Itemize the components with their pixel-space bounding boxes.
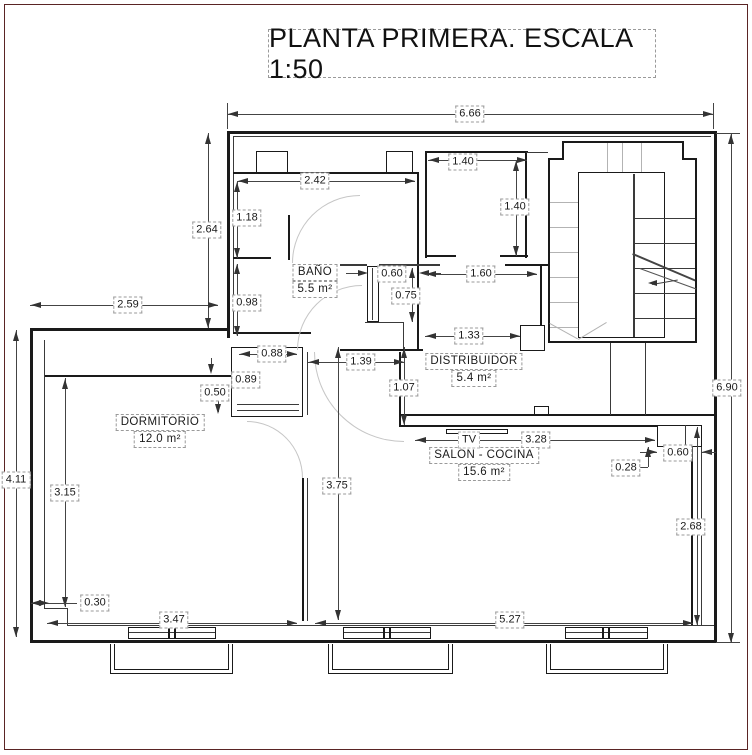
dim-label-1-39: 1.39 [346, 353, 376, 371]
dim-label-2-42: 2.42 [300, 172, 330, 190]
dim-label-1-40v: 1.40 [500, 198, 530, 216]
room-area: 5.4 m² [451, 370, 497, 387]
room-label-salon: SALÓN - COCINA 15.6 m² [429, 447, 539, 481]
dim-label-2-59: 2.59 [113, 296, 143, 314]
plan-title: PLANTA PRIMERA. ESCALA 1:50 [268, 23, 656, 84]
dim-label-3-28: 3.28 [521, 431, 551, 449]
dim-label-0-88: 0.88 [257, 345, 287, 363]
balcony-middle [328, 644, 453, 674]
dim-label-2-68: 2.68 [676, 518, 706, 536]
dim-label-3-75: 3.75 [322, 477, 352, 495]
dim-label-0-89: 0.89 [231, 371, 261, 389]
dim-label-0-28: 0.28 [611, 459, 641, 477]
dim-label-3-47: 3.47 [159, 611, 189, 629]
dim-label-6-90: 6.90 [712, 379, 742, 397]
dim-label-1-60: 1.60 [466, 265, 496, 283]
dim-label-0-30: 0.30 [80, 594, 110, 612]
room-name: SALÓN - COCINA [429, 447, 539, 464]
dim-label-2-64: 2.64 [192, 221, 222, 239]
room-area: 5.5 m² [292, 281, 338, 298]
pillar [520, 325, 545, 351]
room-name: DISTRIBUIDOR [425, 353, 523, 370]
sheet-border [4, 4, 748, 750]
room-label-bano: BAÑO 5.5 m² [292, 264, 338, 298]
dim-label-1-18: 1.18 [232, 209, 262, 227]
shaft-box-left [256, 151, 288, 173]
room-area: 15.6 m² [458, 464, 510, 481]
dim-label-1-33: 1.33 [454, 327, 484, 345]
room-name: DORMITORIO [115, 414, 205, 431]
balcony-left [110, 644, 233, 674]
room-label-distribuidor: DISTRIBUIDOR 5.4 m² [425, 353, 523, 387]
dim-label-6-66: 6.66 [455, 105, 485, 123]
dim-label-5-27: 5.27 [495, 611, 525, 629]
room-label-dormitorio: DORMITORIO 12.0 m² [115, 414, 205, 448]
balcony-right [546, 644, 668, 674]
dim-label-0-75: 0.75 [391, 287, 421, 305]
dim-label-4-11: 4.11 [1, 471, 31, 489]
dim-label-0-98: 0.98 [232, 294, 262, 312]
dim-label-0-50: 0.50 [200, 384, 230, 402]
dim-label-3-15: 3.15 [50, 484, 80, 502]
dim-label-0-60: 0.60 [377, 265, 407, 283]
door-jamb [367, 266, 379, 322]
shaft-box-right [386, 151, 413, 173]
dim-label-1-40h: 1.40 [448, 153, 478, 171]
room-name: BAÑO [292, 264, 338, 281]
dim-label-0-60r: 0.60 [663, 444, 693, 462]
dim-label-1-07: 1.07 [389, 379, 419, 397]
stair-core [578, 172, 665, 338]
room-area: 12.0 m² [134, 431, 186, 448]
wall-tab [534, 406, 549, 415]
tv-label: TV [457, 431, 481, 449]
